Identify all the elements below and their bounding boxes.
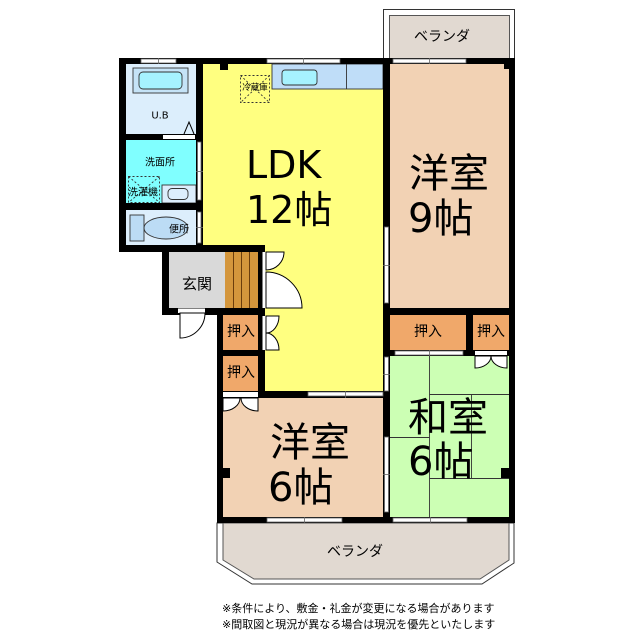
wall-entrance-left: [162, 245, 169, 315]
washbasin-counter: [161, 184, 197, 204]
toilet-tank: [129, 214, 145, 242]
wall-closet-divider-right: [466, 308, 473, 356]
wall-bath-bottom: [119, 134, 203, 140]
bathtub-basin: [138, 71, 183, 90]
washing-machine-label: 洗濯機: [128, 186, 158, 199]
windows: [140, 58, 468, 523]
closet-1-door-leaf-icon: [265, 332, 280, 351]
washbasin-bowl: [167, 188, 189, 200]
veranda-bottom-label: ベランダ: [327, 544, 383, 560]
entrance-ldk-door-frame: [262, 252, 266, 308]
bathtub-icon: [132, 67, 189, 94]
closet-3-floor: [390, 315, 466, 350]
pillar: [220, 64, 228, 70]
veranda-top-label: ベランダ: [414, 29, 470, 45]
toilet-icon: [129, 214, 189, 242]
doors: [179, 251, 508, 412]
washbasin-icon: [161, 184, 197, 204]
openings: [163, 135, 507, 397]
ldk-name: LDK: [246, 143, 322, 187]
refrigerator-label: 冷蔵庫: [242, 82, 268, 93]
front-door-opening: [178, 308, 205, 313]
sliding-door-washroom: [197, 141, 202, 201]
wall-entrance-bottom: [162, 308, 265, 315]
japanese-6-size: 6帖: [408, 439, 473, 485]
entrance-floor: [169, 252, 225, 308]
front-door-swing-icon: [179, 312, 206, 339]
washing-machine-space: 洗濯機: [128, 176, 160, 203]
wall-bottom: [217, 517, 515, 523]
entrance-step: [225, 252, 258, 308]
entrance-label: 玄関: [182, 275, 212, 293]
kitchen-counter: [271, 63, 384, 90]
closet-3-label: 押入: [414, 324, 442, 340]
sliding-door-closet-3: [394, 350, 464, 356]
closet-4-label: 押入: [477, 324, 505, 340]
unit-bath-label: U.B: [151, 111, 168, 122]
bath-door-opening: [163, 135, 195, 139]
closet-2-door-opening: [223, 392, 258, 397]
western-6-size: 6帖: [268, 465, 333, 511]
pillar: [504, 64, 509, 69]
closet-2-door-leaf-icon: [222, 397, 241, 412]
washing-machine-outline: [128, 176, 160, 203]
wall-right-outer: [509, 58, 515, 523]
western-9-name: 洋室: [409, 151, 489, 197]
entrance-door-large-leaf-icon: [265, 271, 303, 309]
veranda-top: ベランダ: [383, 9, 515, 59]
western-6-floor: [223, 398, 383, 517]
closet-2-door-leaf-icon: [240, 397, 259, 412]
closet-4-floor: [473, 315, 509, 350]
wall-western9-bottom: [383, 308, 515, 315]
closet-2-label: 押入: [227, 365, 255, 381]
western-9-floor: [390, 64, 509, 308]
wall-ldk-bottom: [217, 391, 390, 398]
closet-1-floor: [223, 315, 258, 350]
ldk-size: 12帖: [246, 188, 332, 232]
western-9-size: 9帖: [408, 196, 473, 242]
wall-toilet-entrance: [119, 245, 265, 252]
wall-closets-left: [217, 308, 223, 523]
pillar: [217, 468, 230, 478]
refrigerator-cross: [240, 75, 270, 103]
washing-machine-cross: [128, 176, 160, 203]
window-japanese: [392, 517, 468, 523]
closet-1-door-frame: [262, 316, 266, 350]
sliding-door-ldk-japanese: [384, 356, 389, 392]
japanese-6-name: 和室: [408, 395, 488, 441]
wall-left-outer: [119, 58, 126, 251]
kitchen-sink-icon: [281, 69, 318, 86]
folding-door-icon: [183, 120, 195, 135]
veranda-bottom: ベランダ: [216, 522, 515, 585]
closet-4-door-leaf-icon: [490, 355, 508, 369]
wall-washroom-toilet: [119, 203, 203, 210]
closet-4-door-opening: [475, 351, 507, 355]
japanese-6-floor: [390, 356, 509, 517]
sliding-door-ldk-western9: [384, 226, 389, 304]
toilet-bowl: [143, 216, 189, 240]
western-6-name: 洋室: [270, 420, 350, 466]
veranda-top-floor: [389, 15, 510, 59]
toilet-label: 便所: [169, 223, 189, 236]
note-deposit: ※条件により、敷金・礼金が変更になる場合があります: [222, 601, 495, 615]
wall-step-ldk: [258, 245, 265, 398]
tatami-layout: [390, 356, 509, 517]
refrigerator-space: 冷蔵庫: [240, 75, 270, 103]
closet-1-label: 押入: [227, 324, 255, 340]
refrigerator-cross: [240, 75, 270, 103]
washroom-label: 洗面所: [145, 157, 175, 169]
pillar: [501, 468, 515, 478]
wall-closet-divider: [217, 350, 265, 356]
entrance-door-small-leaf-icon: [265, 251, 285, 271]
note-current-condition: ※間取図と現況が異なる場合は現況を優先といたします: [222, 617, 495, 631]
ldk-floor: [203, 64, 383, 392]
closet-2-floor: [223, 356, 258, 391]
